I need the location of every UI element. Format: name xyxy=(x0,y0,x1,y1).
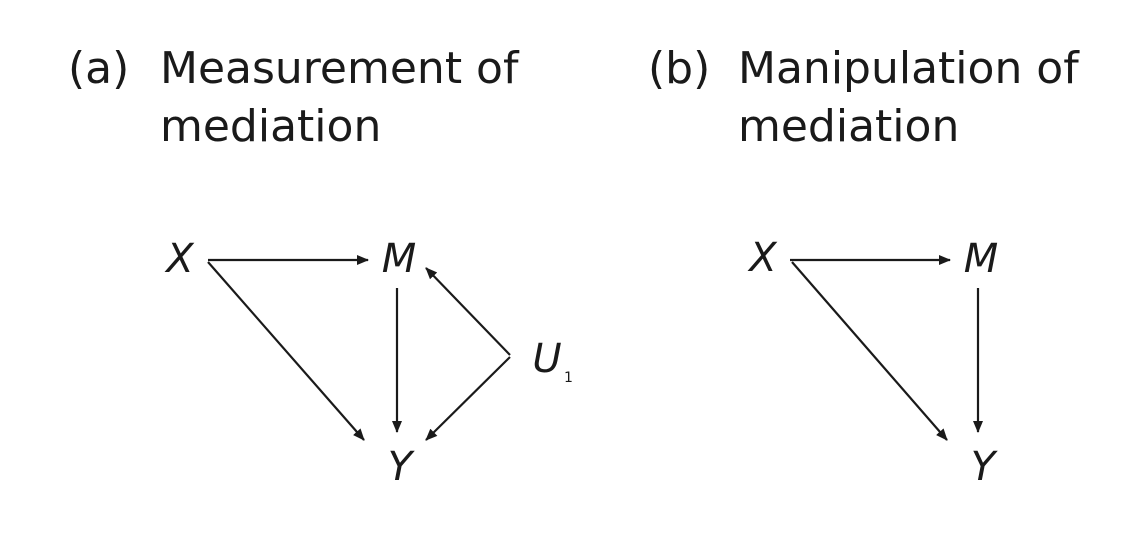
panel-a-node-y: Y xyxy=(388,444,416,490)
panel-b-tag: (b) xyxy=(648,43,711,94)
panel-b-title-line1: Manipulation of xyxy=(738,43,1079,94)
panel-b-diagram: X M Y xyxy=(747,235,998,490)
panel-a-title-line1: Measurement of xyxy=(160,43,519,94)
panel-b-edge-x-to-y xyxy=(791,261,948,441)
panel-a-node-x: X xyxy=(164,236,195,282)
panel-a-node-u: U xyxy=(532,336,561,382)
panel-b-node-m: M xyxy=(964,236,999,282)
panel-a-node-u-subscript: 1 xyxy=(564,370,573,386)
panel-a-node-m: M xyxy=(382,236,417,282)
panel-a-tag: (a) xyxy=(68,43,130,94)
panel-b-node-x: X xyxy=(747,235,778,281)
panel-b-title-line2: mediation xyxy=(738,101,960,152)
panel-a-diagram: X M Y U 1 xyxy=(164,236,573,490)
panel-a-edge-u-to-m xyxy=(425,267,511,356)
panel-a-edge-u-to-y xyxy=(425,356,511,441)
panel-a-title-line2: mediation xyxy=(160,101,382,152)
panel-b-node-y: Y xyxy=(971,444,999,490)
panel-a-edge-x-to-y xyxy=(207,261,365,441)
